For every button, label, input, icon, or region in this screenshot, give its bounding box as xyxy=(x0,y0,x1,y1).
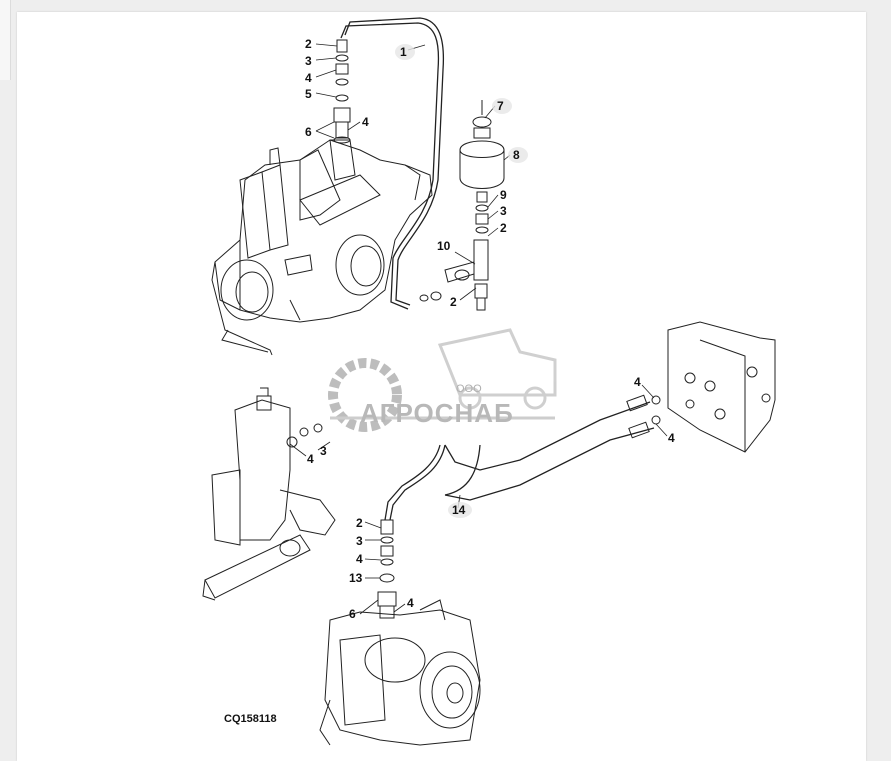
figure-code: CQ158118 xyxy=(224,713,277,725)
hydraulic-pump xyxy=(319,599,481,746)
lower-bracket-assembly xyxy=(202,387,336,601)
callout-label: 8 xyxy=(513,148,520,162)
callout-label: 2 xyxy=(450,295,457,309)
left-scroll-strip xyxy=(0,0,11,80)
callout-label: 2 xyxy=(305,37,312,51)
callout-label: 1 xyxy=(400,45,407,59)
callout-label: 4 xyxy=(362,115,369,129)
callout-label: 4 xyxy=(668,431,675,445)
callout-label: 3 xyxy=(356,534,363,548)
callout-label: 4 xyxy=(634,375,641,389)
callout-label: 14 xyxy=(452,503,466,517)
upper-fitting-stack xyxy=(333,39,351,144)
hose-14 xyxy=(384,394,661,521)
callout-label: 10 xyxy=(437,239,451,253)
callout-label: 4 xyxy=(307,452,314,466)
callout-label: 2 xyxy=(500,221,507,235)
callout-label: 6 xyxy=(305,125,312,139)
watermark-small-text: ООО xyxy=(456,383,482,395)
callout-label: 4 xyxy=(407,596,414,610)
callout-label: 3 xyxy=(320,444,327,458)
callout-label: 3 xyxy=(500,204,507,218)
content-card xyxy=(17,12,866,761)
callout-label: 4 xyxy=(305,71,312,85)
callout-label: 5 xyxy=(305,87,312,101)
callout-label: 9 xyxy=(500,188,507,202)
callout-label: 6 xyxy=(349,607,356,621)
upper-mount-assembly xyxy=(211,139,433,356)
watermark-brand-text: АГРОСНАБ xyxy=(360,398,514,428)
callout-label: 2 xyxy=(356,516,363,530)
callout-label: 13 xyxy=(349,571,363,585)
watermark-logo xyxy=(328,328,557,432)
callout-label: 7 xyxy=(497,99,504,113)
valve-block xyxy=(667,321,776,453)
callout-label: 3 xyxy=(305,54,312,68)
hose-1 xyxy=(340,17,445,310)
accumulator-8 xyxy=(459,100,505,234)
leader-lines xyxy=(289,43,668,615)
tee-fitting-10 xyxy=(419,239,489,311)
callout-label: 4 xyxy=(356,552,363,566)
callout-labels: 1 2 3 4 5 6 4 7 8 9 3 2 10 2 4 3 4 4 14 … xyxy=(305,37,675,621)
lower-fitting-stack xyxy=(377,519,397,619)
